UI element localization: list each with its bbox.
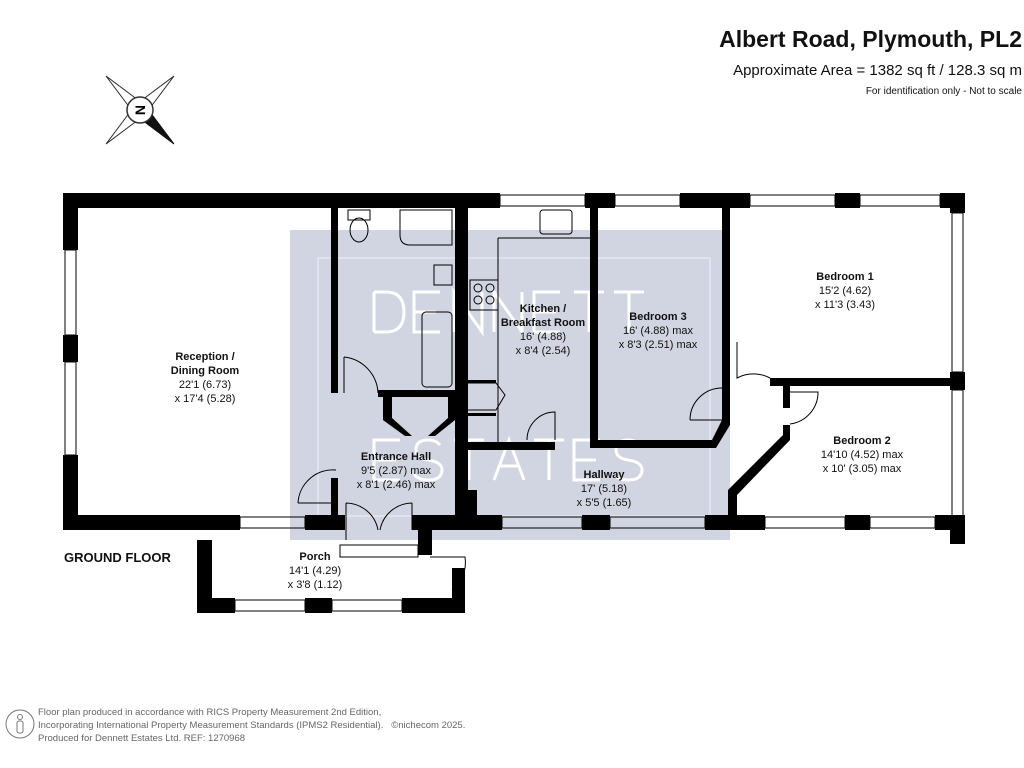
- person-scale-icon: [5, 709, 35, 739]
- room-dimensions: x 11'3 (3.43): [815, 299, 875, 311]
- room-reception: Reception / Dining Room 22'1 (6.73) x 17…: [171, 351, 240, 405]
- room-dimensions: x 5'5 (1.65): [577, 497, 632, 509]
- room-name: Porch: [299, 551, 330, 563]
- watermark-letter: [372, 438, 400, 482]
- scale-note: For identification only - Not to scale: [865, 86, 1022, 97]
- footer-line-2: Incorporating International Property Mea…: [38, 720, 384, 731]
- watermark-letter: [492, 287, 524, 337]
- doors-and-fixtures: [297, 209, 819, 591]
- watermark-letter: [534, 438, 564, 480]
- room-porch: Porch 14'1 (4.29) x 3'8 (1.12): [288, 551, 343, 591]
- watermark: [290, 230, 730, 540]
- room-name: Hallway: [584, 469, 626, 481]
- watermark-letter: [412, 438, 444, 482]
- room-bedroom-2: Bedroom 2 14'10 (4.52) max x 10' (3.05) …: [821, 435, 904, 475]
- watermark-letter: [612, 438, 644, 482]
- watermark-letter: [372, 290, 406, 334]
- room-name: Dining Room: [171, 365, 240, 377]
- property-title: Albert Road, Plymouth, PL2: [719, 26, 1022, 52]
- watermark-letter: [532, 290, 560, 334]
- room-name: Breakfast Room: [501, 317, 586, 329]
- room-dimensions: 15'2 (4.62): [819, 285, 871, 297]
- watermark-letter: [574, 290, 604, 332]
- room-dimensions: x 8'3 (2.51) max: [619, 339, 698, 351]
- room-dimensions: x 8'4 (2.54): [516, 345, 571, 357]
- floor-label: GROUND FLOOR: [64, 550, 171, 565]
- room-name: Bedroom 3: [629, 311, 686, 323]
- room-name: Bedroom 1: [816, 271, 873, 283]
- watermark-letter: [492, 435, 526, 481]
- room-name: Bedroom 2: [833, 435, 890, 447]
- room-dimensions: x 8'1 (2.46) max: [357, 479, 436, 491]
- windows: [64, 194, 964, 612]
- room-kitchen: Kitchen / Breakfast Room 16' (4.88) x 8'…: [501, 303, 586, 357]
- room-dimensions: 22'1 (6.73): [179, 379, 231, 391]
- room-hallway: Hallway 17' (5.18) x 5'5 (1.65): [577, 469, 632, 509]
- compass-icon: N: [105, 75, 175, 145]
- approximate-area: Approximate Area = 1382 sq ft / 128.3 sq…: [733, 62, 1022, 79]
- room-dimensions: 16' (4.88): [520, 331, 566, 343]
- room-name: Kitchen /: [520, 303, 566, 315]
- room-name: Reception /: [175, 351, 234, 363]
- room-dimensions: x 3'8 (1.12): [288, 579, 343, 591]
- watermark-logo-line2: [372, 435, 644, 482]
- room-dimensions: x 10' (3.05) max: [823, 463, 902, 475]
- footer-copyright: ©nichecom 2025.: [391, 720, 466, 731]
- footer-notes: Floor plan produced in accordance with R…: [38, 706, 465, 745]
- watermark-letter: [452, 287, 484, 337]
- watermark-letter: [454, 438, 484, 480]
- room-dimensions: 17' (5.18): [581, 483, 627, 495]
- footer-line-1: Floor plan produced in accordance with R…: [38, 707, 382, 718]
- room-dimensions: 14'1 (4.29): [289, 565, 341, 577]
- room-entrance-hall: Entrance Hall 9'5 (2.87) max x 8'1 (2.46…: [357, 451, 436, 491]
- room-dimensions: x 17'4 (5.28): [175, 393, 236, 405]
- room-bedroom-1: Bedroom 1 15'2 (4.62) x 11'3 (3.43): [815, 271, 875, 311]
- room-dimensions: 16' (4.88) max: [623, 325, 693, 337]
- room-bedroom-3: Bedroom 3 16' (4.88) max x 8'3 (2.51) ma…: [619, 311, 698, 351]
- room-name: Entrance Hall: [361, 451, 431, 463]
- watermark-letter: [412, 290, 440, 334]
- footer-line-3: Produced for Dennett Estates Ltd. REF: 1…: [38, 733, 246, 744]
- watermark-logo-line1: [372, 287, 644, 337]
- room-dimensions: 9'5 (2.87) max: [361, 465, 431, 477]
- walls: [63, 193, 965, 613]
- watermark-letter: [614, 290, 644, 332]
- room-dimensions: 14'10 (4.52) max: [821, 449, 904, 461]
- watermark-letter: [572, 438, 600, 482]
- compass-label: N: [132, 105, 148, 115]
